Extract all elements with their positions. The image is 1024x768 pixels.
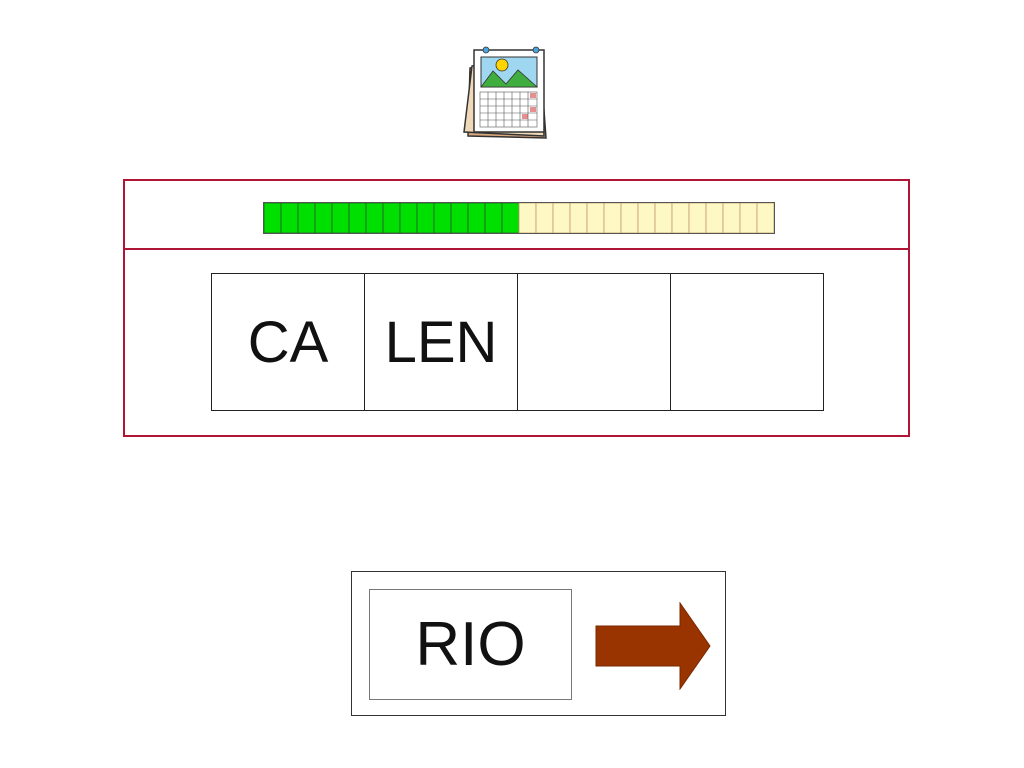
syllable-slot-4[interactable]	[670, 273, 824, 411]
progress-segment-filled	[264, 203, 282, 233]
progress-segment-filled	[348, 203, 367, 233]
syllable-slot-2: LEN	[364, 273, 518, 411]
progress-segment-empty	[637, 203, 656, 233]
progress-segment-empty	[569, 203, 588, 233]
progress-segment-filled	[416, 203, 435, 233]
progress-segment-empty	[603, 203, 622, 233]
progress-segment-filled	[365, 203, 384, 233]
progress-segment-filled	[314, 203, 333, 233]
calendar-icon	[460, 44, 548, 142]
progress-segment-empty	[552, 203, 571, 233]
progress-segment-empty	[756, 203, 774, 233]
progress-segment-empty	[620, 203, 639, 233]
progress-segment-filled	[280, 203, 299, 233]
progress-segment-filled	[484, 203, 503, 233]
progress-segment-filled	[450, 203, 469, 233]
progress-segment-filled	[297, 203, 316, 233]
progress-segment-filled	[382, 203, 401, 233]
progress-segment-empty	[705, 203, 724, 233]
progress-segment-empty	[535, 203, 554, 233]
next-button[interactable]	[594, 602, 712, 690]
progress-segment-filled	[433, 203, 452, 233]
syllable-slot-3[interactable]	[517, 273, 671, 411]
progress-segments	[264, 203, 774, 233]
progress-segment-empty	[688, 203, 707, 233]
answer-panel: RIO	[351, 571, 726, 716]
progress-segment-filled	[501, 203, 520, 233]
progress-segment-empty	[518, 203, 537, 233]
progress-segment-empty	[739, 203, 758, 233]
progress-bar	[263, 202, 775, 234]
progress-segment-empty	[654, 203, 673, 233]
progress-area	[125, 181, 908, 250]
syllable-slot-1: CA	[211, 273, 365, 411]
progress-segment-filled	[399, 203, 418, 233]
progress-segment-empty	[671, 203, 690, 233]
answer-option-button[interactable]: RIO	[369, 589, 572, 700]
progress-segment-empty	[722, 203, 741, 233]
word-panel: CA LEN	[123, 179, 910, 437]
right-arrow-icon	[595, 602, 711, 690]
progress-segment-empty	[586, 203, 605, 233]
progress-segment-filled	[331, 203, 350, 233]
syllable-row: CA LEN	[211, 273, 824, 411]
progress-segment-filled	[467, 203, 486, 233]
